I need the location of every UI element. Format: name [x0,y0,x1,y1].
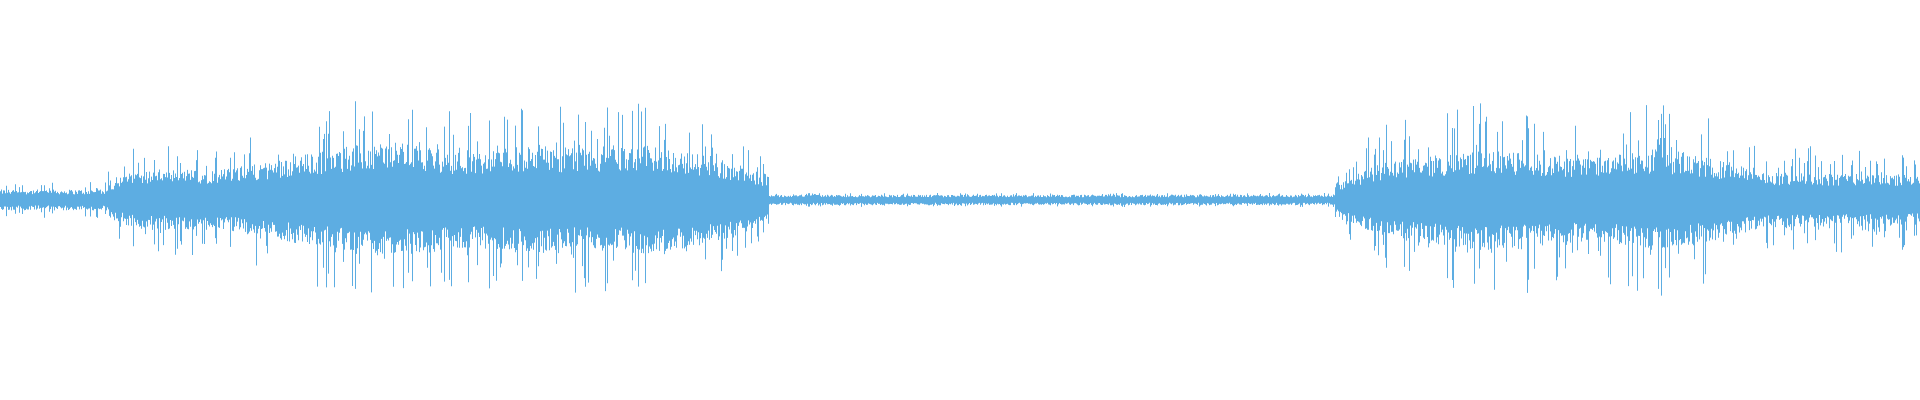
waveform-trace [0,101,1920,296]
waveform-path [0,101,1920,296]
